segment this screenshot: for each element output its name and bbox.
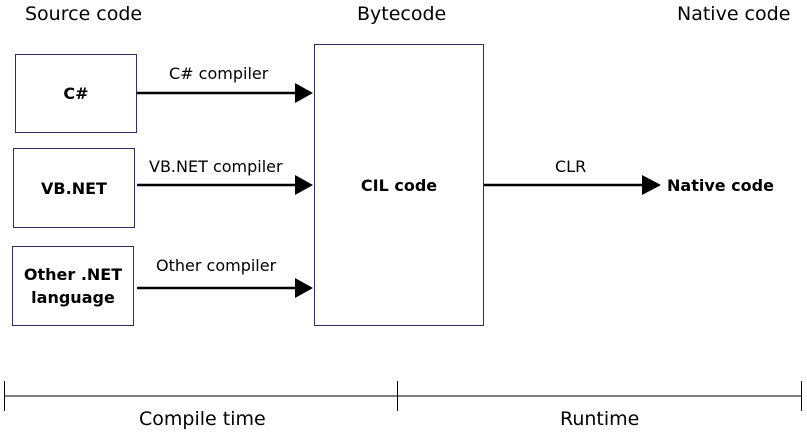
- compile-time-label: Compile time: [139, 408, 266, 430]
- native-code-label: Native code: [667, 176, 774, 195]
- source-box-vbnet: VB.NET: [13, 148, 135, 228]
- timeline-axis: [4, 381, 802, 411]
- source-box-csharp: C#: [15, 54, 137, 133]
- compiler-label-other: Other compiler: [156, 256, 277, 275]
- arrow-clr: [484, 175, 661, 195]
- arrow-other-compiler: [137, 278, 313, 298]
- runtime-label: Runtime: [560, 408, 640, 430]
- header-native-code: Native code: [677, 3, 791, 25]
- source-box-other: Other .NET language: [12, 246, 134, 326]
- cil-code-label: CIL code: [360, 175, 438, 195]
- cil-code-box: CIL code: [314, 44, 484, 326]
- compiler-label-vbnet: VB.NET compiler: [149, 157, 283, 176]
- clr-label: CLR: [555, 157, 587, 176]
- arrow-vbnet-compiler: [137, 175, 313, 195]
- source-label-other: Other .NET language: [23, 265, 123, 307]
- arrow-csharp-compiler: [137, 83, 313, 103]
- header-source-code: Source code: [25, 3, 143, 25]
- compiler-label-csharp: C# compiler: [169, 64, 269, 83]
- source-label-csharp: C#: [63, 84, 89, 103]
- header-bytecode: Bytecode: [357, 3, 447, 25]
- source-label-vbnet: VB.NET: [41, 178, 107, 198]
